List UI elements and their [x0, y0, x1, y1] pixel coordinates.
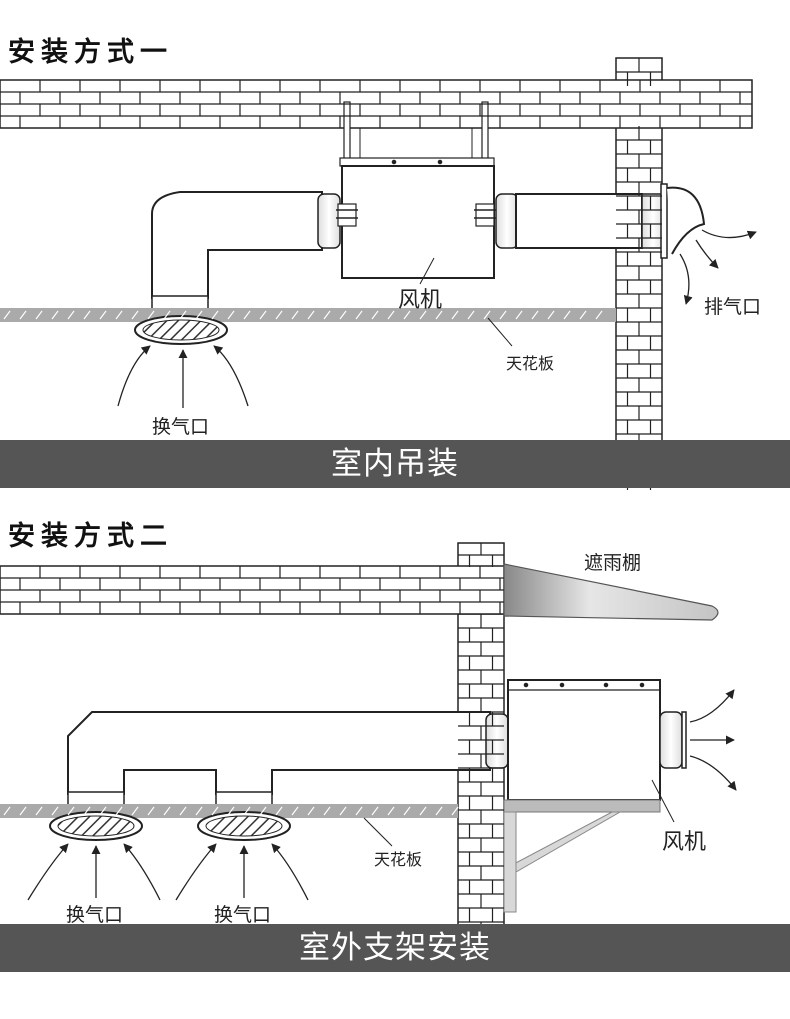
- awning-label: 遮雨棚: [584, 552, 642, 574]
- section2-intake-label-1: 换气口: [66, 904, 124, 926]
- section1-ceiling-board: [0, 308, 616, 322]
- section2-ceiling-ticks: [3, 806, 459, 816]
- section2-band: 室外支架安装: [0, 924, 790, 972]
- section1-leader-lines: [419, 257, 513, 347]
- section2-band-label: 室外支架安装: [299, 930, 491, 966]
- wall-bracket: [503, 799, 661, 913]
- section2-duct: [67, 711, 509, 809]
- section1-intake-grille: [134, 315, 228, 345]
- section1-exhaust-label: 排气口: [704, 296, 762, 318]
- section1-intake-arrows: [117, 345, 249, 408]
- section2-intake-label-2: 换气口: [214, 904, 272, 926]
- section1-ceiling-ticks: [3, 310, 603, 320]
- section1-band-label: 室内吊装: [331, 446, 459, 482]
- section2-exhaust-arrows: [689, 689, 737, 791]
- section1-exhaust-duct: [495, 183, 706, 259]
- section2-ceiling-label: 天花板: [374, 850, 423, 869]
- section1-fan: [336, 165, 496, 279]
- awning: [503, 563, 719, 621]
- section2-intake-arrows: [27, 843, 309, 901]
- section1-intake-label: 换气口: [152, 416, 210, 438]
- section1-band: 室内吊装: [0, 440, 790, 488]
- section1-fan-label: 风机: [398, 288, 443, 313]
- section1-duct: [151, 191, 341, 313]
- section2-title: 安装方式二: [8, 521, 173, 552]
- section2-fan: [507, 679, 687, 801]
- section2-leader-lines: [363, 779, 675, 847]
- section2-wall-top-brick-lines: [458, 543, 504, 567]
- section1-title: 安装方式一: [8, 37, 173, 68]
- section1-ceiling-label: 天花板: [506, 354, 555, 373]
- section1-wall-top-brick-lines: [616, 58, 662, 86]
- section2-beam-brick-lines: [0, 566, 504, 614]
- section1-beam-brick-lines: [0, 80, 752, 128]
- section1-exhaust-arrows: [679, 229, 757, 305]
- section2-intake-grilles: [49, 811, 291, 841]
- fan-hangers: [339, 101, 495, 223]
- section2-fan-label: 风机: [662, 830, 707, 855]
